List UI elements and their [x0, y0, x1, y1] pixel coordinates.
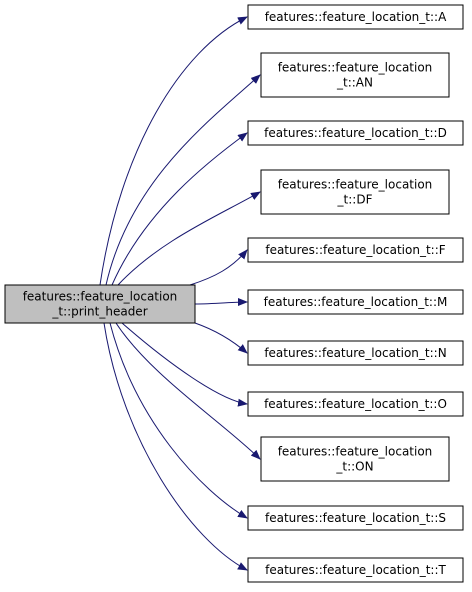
edge-to-df: [117, 191, 261, 286]
node-box: [260, 169, 450, 215]
target-node-m[interactable]: features::feature_location_t::M: [247, 289, 464, 315]
node-box: [247, 237, 464, 263]
node-label: features::feature_location_t::D: [264, 126, 447, 140]
edge-to-s: [109, 322, 248, 519]
node-label: features::feature_location: [278, 445, 433, 459]
target-node-on[interactable]: features::feature_location_t::ON: [260, 436, 450, 482]
node-label: features::feature_location_t::A: [265, 10, 447, 24]
node-box: [247, 557, 464, 583]
target-node-n[interactable]: features::feature_location_t::N: [247, 340, 464, 366]
node-label: _t::ON: [335, 460, 373, 474]
node-box: [247, 391, 464, 417]
edge-to-t: [103, 322, 248, 571]
node-label: features::feature_location: [278, 61, 433, 75]
node-label: features::feature_location: [278, 178, 433, 192]
node-box: [260, 436, 450, 482]
target-node-o[interactable]: features::feature_location_t::O: [247, 391, 464, 417]
node-box: [247, 4, 464, 30]
target-node-f[interactable]: features::feature_location_t::F: [247, 237, 464, 263]
target-node-t[interactable]: features::feature_location_t::T: [247, 557, 464, 583]
node-label: features::feature_location_t::O: [264, 397, 447, 411]
node-label: features::feature_location_t::S: [265, 511, 446, 525]
node-box: [4, 284, 196, 324]
node-box: [247, 505, 464, 531]
edge-to-o: [121, 322, 248, 407]
edge-to-on: [115, 322, 261, 460]
target-node-a[interactable]: features::feature_location_t::A: [247, 4, 464, 30]
edge-to-an: [105, 74, 261, 286]
node-box: [247, 289, 464, 315]
node-label: features::feature_location_t::F: [265, 243, 445, 257]
node-label: _t::DF: [337, 193, 373, 207]
edge-to-a: [99, 16, 248, 286]
target-node-df[interactable]: features::feature_location_t::DF: [260, 169, 450, 215]
node-label: _t::print_header: [51, 305, 147, 319]
node-label: _t::AN: [336, 76, 373, 90]
node-box: [260, 52, 450, 98]
node-label: features::feature_location: [23, 290, 178, 304]
node-label: features::feature_location_t::T: [265, 563, 446, 577]
node-label: features::feature_location_t::N: [264, 346, 446, 360]
target-node-s[interactable]: features::feature_location_t::S: [247, 505, 464, 531]
edge-to-f: [189, 249, 248, 286]
target-node-d[interactable]: features::feature_location_t::D: [247, 120, 464, 146]
source-node-print-header[interactable]: features::feature_location_t::print_head…: [4, 284, 196, 324]
edge-to-d: [111, 132, 248, 286]
node-box: [247, 340, 464, 366]
edge-to-n: [194, 322, 248, 354]
target-node-an[interactable]: features::feature_location_t::AN: [260, 52, 450, 98]
node-box: [247, 120, 464, 146]
node-label: features::feature_location_t::M: [264, 295, 448, 309]
edge-to-m: [194, 298, 248, 307]
